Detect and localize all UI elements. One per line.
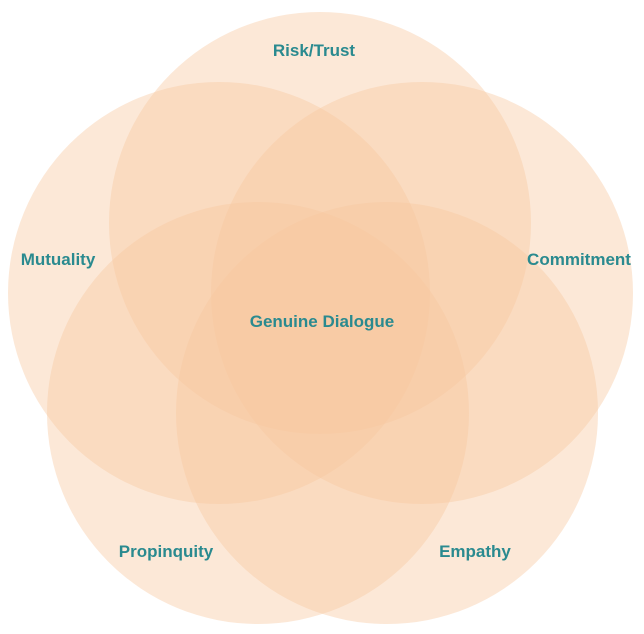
center-label: Genuine Dialogue [250,312,395,331]
label-risk-trust: Risk/Trust [273,41,356,60]
circle-risk-trust [109,12,531,434]
circle-propinquity [47,202,469,624]
label-commitment: Commitment [527,250,631,269]
label-propinquity: Propinquity [119,542,214,561]
label-mutuality: Mutuality [21,250,96,269]
label-empathy: Empathy [439,542,511,561]
circle-empathy [176,202,598,624]
circle-commitment [211,82,633,504]
circle-mutuality [8,82,430,504]
